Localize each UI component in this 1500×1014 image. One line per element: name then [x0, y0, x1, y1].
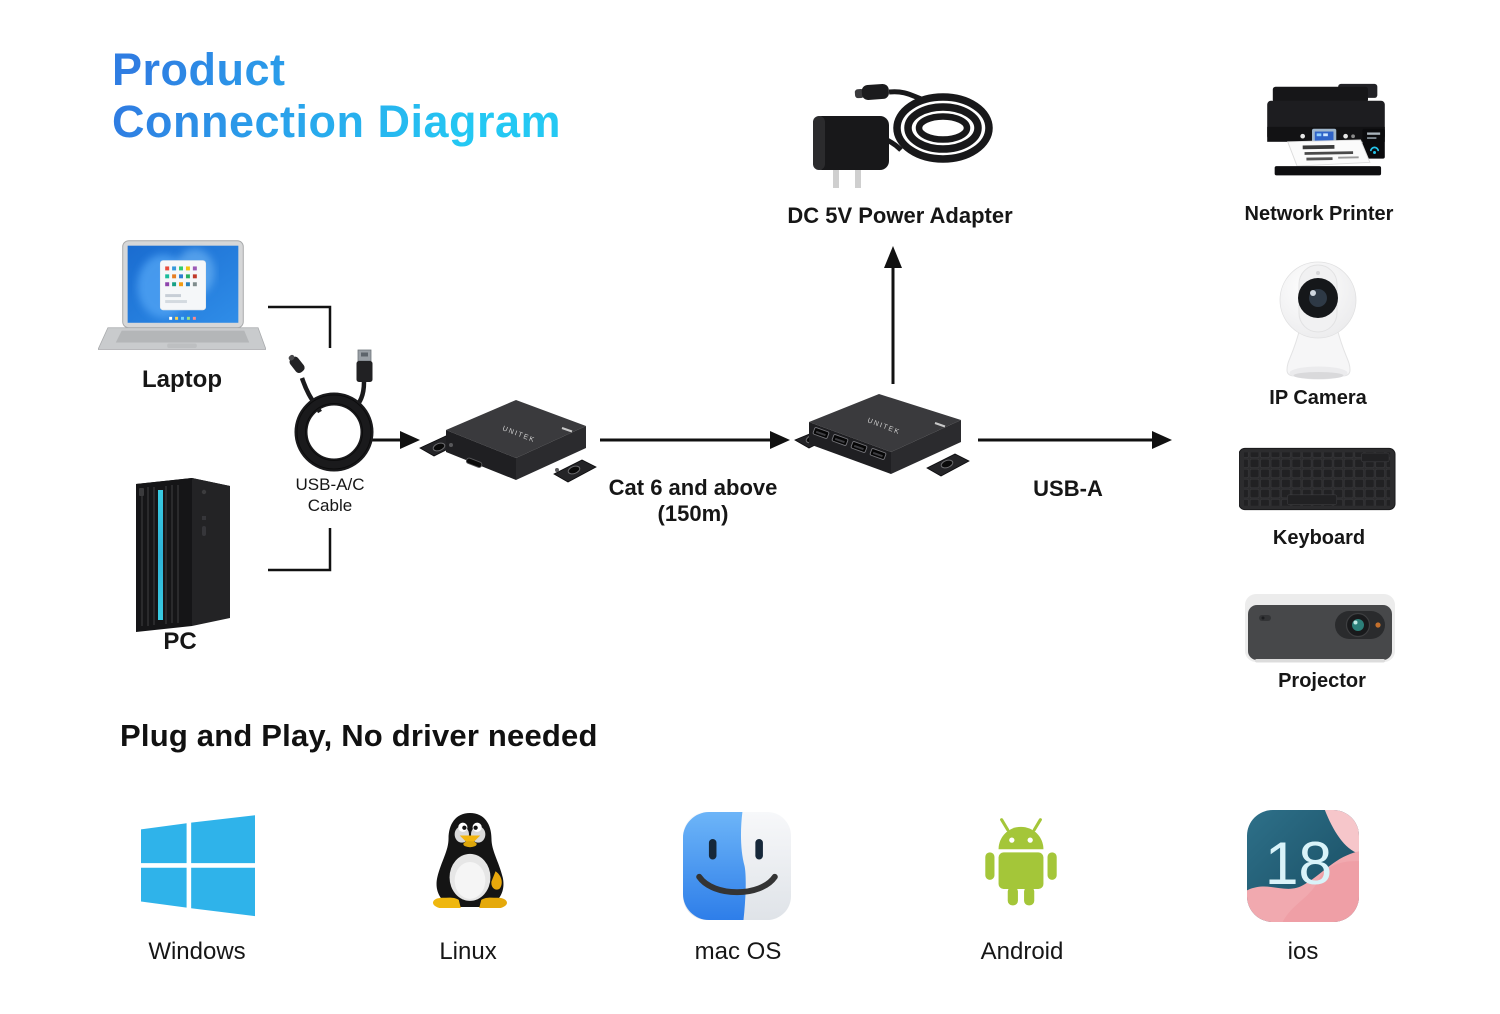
- cable-label: USB-A/C Cable: [296, 474, 365, 517]
- usb-c-connector: [288, 354, 305, 373]
- start-menu-tiles: [165, 266, 197, 304]
- pc-image: [136, 478, 230, 632]
- laptop-label: Laptop: [142, 366, 222, 393]
- arrow-transmitter-to-receiver: [600, 431, 790, 449]
- usb-a-connector: [356, 349, 373, 382]
- taskbar-icons: [169, 316, 196, 320]
- extender-receiver-image: UNITEK: [794, 394, 970, 477]
- keyboard-image: [1239, 447, 1396, 511]
- cat6-link-label-line1: Cat 6 and above: [608, 475, 778, 500]
- ip-camera-image: [1279, 261, 1357, 380]
- cable-label-line1: USB-A/C: [295, 475, 365, 494]
- laptop-connector-line: [268, 305, 332, 348]
- os-label-ios: ios: [1287, 938, 1319, 965]
- pc-label: PC: [163, 628, 197, 655]
- laptop-image: [98, 240, 266, 350]
- arrow-receiver-to-peripherals: [978, 431, 1172, 449]
- os-label-macos: mac OS: [694, 938, 782, 965]
- extender-transmitter-image: UNITEK: [419, 400, 597, 483]
- android-robot-icon: [985, 818, 1057, 906]
- pc-connector-line: [268, 528, 332, 572]
- projector-image: [1245, 594, 1395, 663]
- cat6-link-label: Cat 6 and above (150m): [609, 475, 778, 527]
- linux-tux-icon: [433, 812, 507, 909]
- ip-camera-label: IP Camera: [1269, 387, 1367, 409]
- cable-label-line2: Cable: [307, 496, 353, 516]
- network-printer-image: [1267, 83, 1385, 176]
- os-label-windows: Windows: [148, 938, 246, 965]
- arrow-receiver-to-power: [884, 246, 902, 384]
- os-label-linux: Linux: [439, 938, 497, 965]
- projector-label: Projector: [1278, 670, 1366, 692]
- windows-icon: [141, 815, 255, 917]
- usb-a-link-label: USB-A: [1033, 476, 1103, 501]
- keyboard-label: Keyboard: [1272, 527, 1366, 549]
- plug-and-play-heading: Plug and Play, No driver needed: [120, 718, 598, 753]
- ios-badge-number: 18: [1265, 829, 1332, 897]
- os-label-android: Android: [980, 938, 1064, 965]
- network-printer-label: Network Printer: [1244, 203, 1394, 225]
- power-adapter-image: [813, 83, 993, 188]
- arrow-cable-to-transmitter: [372, 431, 420, 449]
- usb-a-ports: [812, 427, 887, 460]
- usb-cable-image: [288, 349, 374, 472]
- power-adapter-label: DC 5V Power Adapter: [787, 203, 1013, 228]
- power-usb-c-connector: [854, 83, 889, 100]
- ios-18-icon: 18: [1247, 810, 1359, 922]
- cat6-link-label-line2: (150m): [657, 501, 729, 526]
- macos-finder-icon: [683, 812, 791, 920]
